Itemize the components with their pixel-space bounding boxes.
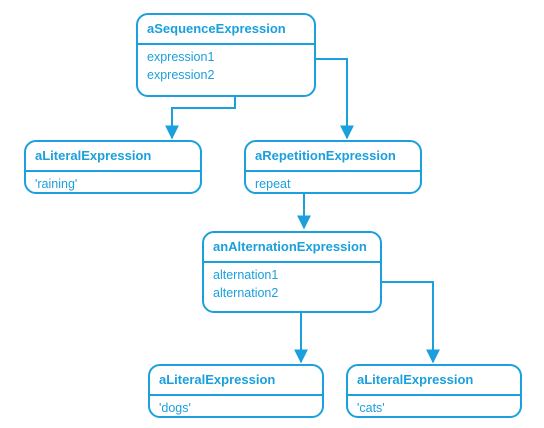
literal-dogs-object: aLiteralExpression 'dogs' — [148, 364, 324, 418]
alternation-expression-object: anAlternationExpression alternation1 alt… — [202, 231, 382, 313]
sequence-expression-object: aSequenceExpression expression1 expressi… — [136, 13, 316, 97]
field-expression2: expression2 — [147, 68, 215, 82]
repetition-expression-title: aRepetitionExpression — [246, 142, 420, 172]
field-raining: 'raining' — [35, 177, 78, 191]
literal-cats-title: aLiteralExpression — [348, 366, 520, 396]
literal-cats-object: aLiteralExpression 'cats' — [346, 364, 522, 418]
literal-dogs-title: aLiteralExpression — [150, 366, 322, 396]
field-cats: 'cats' — [357, 401, 385, 415]
field-expression1: expression1 — [147, 50, 215, 64]
literal-raining-object: aLiteralExpression 'raining' — [24, 140, 202, 194]
sequence-expression-title: aSequenceExpression — [138, 15, 314, 45]
field-repeat: repeat — [255, 177, 291, 191]
literal-raining-title: aLiteralExpression — [26, 142, 200, 172]
field-alternation1: alternation1 — [213, 268, 279, 282]
field-dogs: 'dogs' — [159, 401, 191, 415]
alternation-expression-title: anAlternationExpression — [204, 233, 380, 263]
field-alternation2: alternation2 — [213, 286, 279, 300]
repetition-expression-object: aRepetitionExpression repeat — [244, 140, 422, 194]
